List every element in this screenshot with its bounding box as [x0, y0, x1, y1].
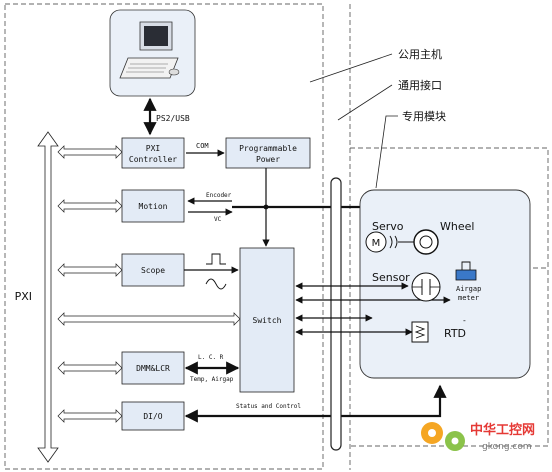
square-wave-icon [206, 253, 226, 265]
gkong-watermark: 中华工控网 gkong.com [421, 422, 535, 452]
programmable-power-box: Programmable Power [225, 137, 311, 169]
leader-interface [337, 84, 393, 121]
svg-text:Power: Power [256, 155, 280, 164]
scope-box: Scope [121, 253, 185, 287]
dash-mark: - [462, 316, 467, 325]
dio-box: DI/O [121, 401, 185, 431]
svg-text:M: M [372, 238, 381, 249]
label-host: 公用主机 [398, 47, 442, 61]
wheel-icon [413, 229, 439, 255]
pxi-controller-box: PXI Controller [121, 137, 185, 169]
label-module: 专用模块 [402, 109, 446, 123]
module-box [359, 189, 531, 379]
label-airgap-2: meter [458, 294, 479, 302]
switch-box: Switch [239, 247, 295, 393]
interface-bus [330, 177, 342, 451]
svg-text:PXI: PXI [146, 144, 161, 153]
computer-icon [119, 21, 180, 79]
motion-box: Motion [121, 189, 185, 223]
label-pxi: PXI [15, 290, 32, 303]
rtd-icon [411, 321, 429, 343]
svg-text:中华工控网: 中华工控网 [470, 422, 535, 438]
sensor-icon [411, 272, 441, 302]
pxi-bus-links [57, 145, 241, 423]
label-airgap-1: Airgap [456, 285, 481, 293]
leader-module [375, 115, 398, 189]
label-com: COM [196, 142, 209, 150]
label-sensor: Sensor [372, 271, 410, 284]
sine-wave-icon [205, 278, 227, 290]
label-lcr: L. C. R [198, 354, 224, 361]
junction-dot [263, 204, 269, 210]
label-vc: VC [214, 216, 222, 223]
svg-text:Controller: Controller [129, 155, 177, 164]
servo-motor-icon: M [365, 231, 414, 253]
label-interface: 通用接口 [398, 79, 442, 92]
svg-text:Programmable: Programmable [239, 144, 297, 153]
dio-link [184, 384, 447, 423]
dmm-lcr-box: DMM&LCR [121, 351, 185, 385]
label-servo: Servo [372, 220, 404, 233]
pxi-bus [37, 131, 59, 463]
svg-text:DMM&LCR: DMM&LCR [136, 364, 170, 373]
label-ps2usb: PS2/USB [156, 114, 190, 123]
svg-text:Scope: Scope [141, 266, 165, 275]
label-wheel: Wheel [440, 220, 474, 233]
label-encoder: Encoder [206, 192, 232, 199]
svg-text:Switch: Switch [253, 316, 282, 325]
servo-drive-line [232, 205, 379, 226]
label-rtd: RTD [444, 327, 466, 340]
gear-logo-icon [421, 422, 465, 451]
airgap-meter-icon [455, 261, 477, 281]
svg-text:Motion: Motion [139, 202, 168, 211]
leader-host [309, 53, 393, 83]
label-temp-airgap: Temp, Airgap [190, 376, 234, 383]
svg-text:gkong.com: gkong.com [482, 442, 532, 452]
label-status-control: Status and Control [236, 403, 301, 410]
svg-text:DI/O: DI/O [143, 412, 162, 421]
